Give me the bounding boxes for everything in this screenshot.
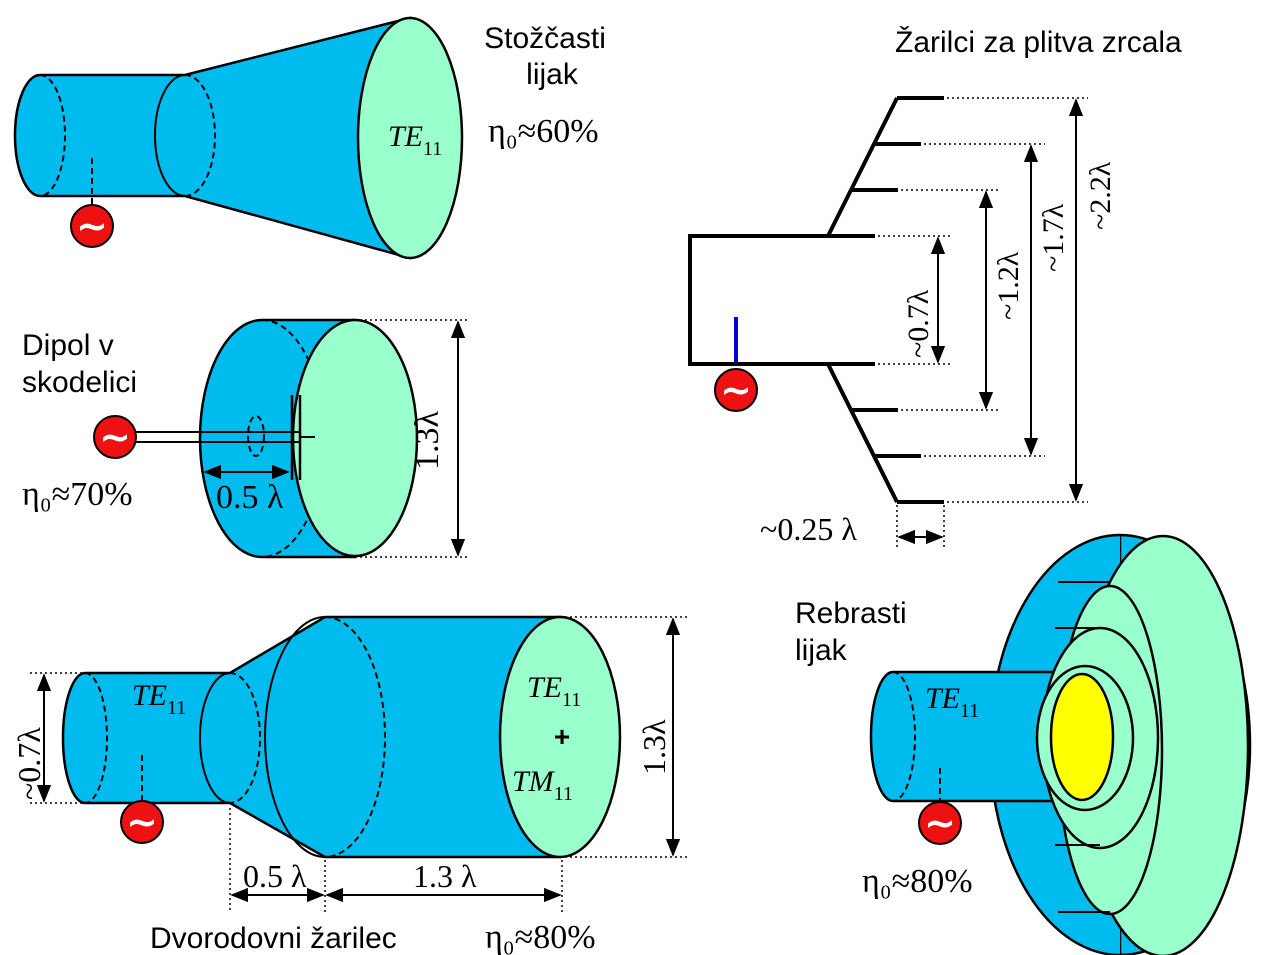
conical-efficiency: η₀≈60% — [488, 113, 599, 150]
svg-text:~: ~ — [76, 204, 108, 248]
corrugated-horn: TE11 ~ Rebrasti lijak η₀≈80% — [795, 533, 1252, 955]
svg-text:~: ~ — [720, 368, 752, 412]
dipole-feed-source-icon: ~ — [93, 415, 137, 459]
corrugated-throat — [1049, 672, 1115, 802]
choke-dim-07: ~0.7λ — [902, 289, 935, 358]
svg-text:~: ~ — [126, 800, 158, 844]
dual-mode-taper-length: 0.5 λ — [243, 858, 307, 894]
choke-groove-depth: ~0.25 λ — [760, 511, 857, 547]
corrugated-feed-source-icon: ~ — [918, 801, 962, 845]
dual-mode-small-diameter: ~0.7λ — [11, 727, 47, 800]
dual-mode-horn: TE11 TE11 + TM11 ~ ~0.7λ 1.3λ 0.5 λ 1.3 … — [11, 615, 688, 955]
dual-mode-tm-label: TM11 — [512, 765, 573, 805]
svg-text:~: ~ — [924, 801, 956, 845]
shallow-feed-source-icon: ~ — [714, 368, 758, 412]
conical-mode-label: TE11 — [388, 120, 442, 160]
dipole-cup-diameter: 1.3λ — [409, 411, 446, 471]
shallow-reflector-feed: Žarilci za plitva zrcala ~ ~0.7λ ~1.2λ — [688, 26, 1182, 550]
dual-mode-efficiency: η₀≈80% — [485, 919, 596, 955]
dual-mode-title: Dvorodovni žarilec — [150, 922, 397, 955]
conical-feed-source-icon: ~ — [70, 204, 114, 248]
dual-mode-plus: + — [554, 721, 570, 752]
dipole-efficiency: η₀≈70% — [22, 476, 133, 513]
corrugated-efficiency: η₀≈80% — [862, 863, 973, 900]
corrugated-mode-label: TE11 — [925, 682, 979, 722]
corrugated-title-line2: lijak — [795, 634, 848, 667]
dual-mode-feed-source-icon: ~ — [120, 800, 164, 844]
corrugated-title-line1: Rebrasti — [795, 597, 907, 630]
dipole-title-line1: Dipol v — [22, 329, 114, 362]
dual-mode-te-label: TE11 — [527, 671, 581, 711]
choke-dim-17: ~1.7λ — [1037, 203, 1070, 272]
svg-text:~: ~ — [99, 415, 131, 459]
dipole-title-line2: skodelici — [22, 366, 137, 399]
dipole-cup: 0.5 λ 1.3λ ~ Dipol v skodelici η₀≈70% — [22, 318, 470, 559]
conical-aperture — [356, 16, 464, 260]
conical-title-line2: lijak — [526, 58, 579, 91]
dual-mode-large-diameter: 1.3λ — [636, 719, 672, 775]
shallow-feed-title: Žarilci za plitva zrcala — [895, 26, 1182, 59]
conical-title-line1: Stožčasti — [484, 22, 606, 55]
dual-mode-section-length: 1.3 λ — [413, 858, 477, 894]
dual-mode-small-mode: TE11 — [132, 679, 186, 719]
choke-dim-22: ~2.2λ — [1084, 161, 1117, 230]
dipole-cup-depth: 0.5 λ — [216, 479, 284, 516]
choke-dim-12: ~1.2λ — [992, 251, 1025, 320]
conical-horn: TE11 ~ Stožčasti lijak η₀≈60% — [13, 16, 606, 260]
